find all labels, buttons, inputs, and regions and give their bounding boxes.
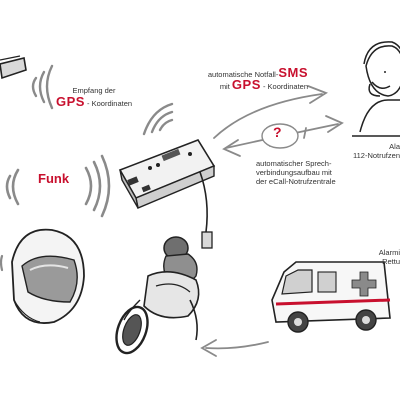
call-center-agent-figure [352,41,400,137]
alarm-center-line2: 112-Notrufzen [353,151,400,160]
arrow-sms [213,85,328,139]
sms-line1: automatische Notfall- [207,70,279,79]
gps-receive-prefix: Empfang der [72,86,116,95]
arrow-ambulance [200,339,269,357]
ecall-box-device [118,139,216,249]
motorcyclist-figure [115,236,200,355]
voice-line2: verbindungsaufbau mit [256,168,332,177]
sms-label: automatische Notfall-SMS mit GPS - Koord… [196,65,308,92]
helmet-icon [11,228,85,324]
satellite-signal-waves [31,64,54,110]
sms-mit: mit [219,82,230,91]
question-cloud [261,123,299,149]
ambulance-figure [271,261,391,333]
alarm-center-label: Ala 112-Notrufzen [340,142,400,160]
alarm-rescue-line2: Rettu [382,257,400,266]
sms-gps-word: GPS [231,77,261,92]
alarm-rescue-line1: Alarmi [378,248,400,257]
box-signal-waves-top [142,102,174,136]
gps-receive-label: Empfang der GPS - Koordinaten [44,86,144,108]
voice-line1: automatischer Sprech- [256,159,332,168]
alarm-center-line1: Ala [389,142,400,151]
gps-coords-suffix: - Koordinaten [87,99,133,108]
question-mark: ? [273,124,282,140]
sms-word: SMS [278,65,308,80]
sms-coords-suffix: - Koordinaten [262,82,308,91]
voice-label: automatischer Sprech- verbindungsaufbau … [256,159,336,186]
funk-label: Funk [38,171,70,186]
alarm-rescue-label: Alarmi Rettu [360,248,400,266]
satellite-icon [0,55,27,80]
gps-word: GPS [55,94,85,109]
funk-waves-left [5,168,20,206]
voice-line3: der eCall-Notrufzentrale [256,177,336,186]
funk-waves-right [84,154,111,218]
helmet-waves [0,254,4,272]
